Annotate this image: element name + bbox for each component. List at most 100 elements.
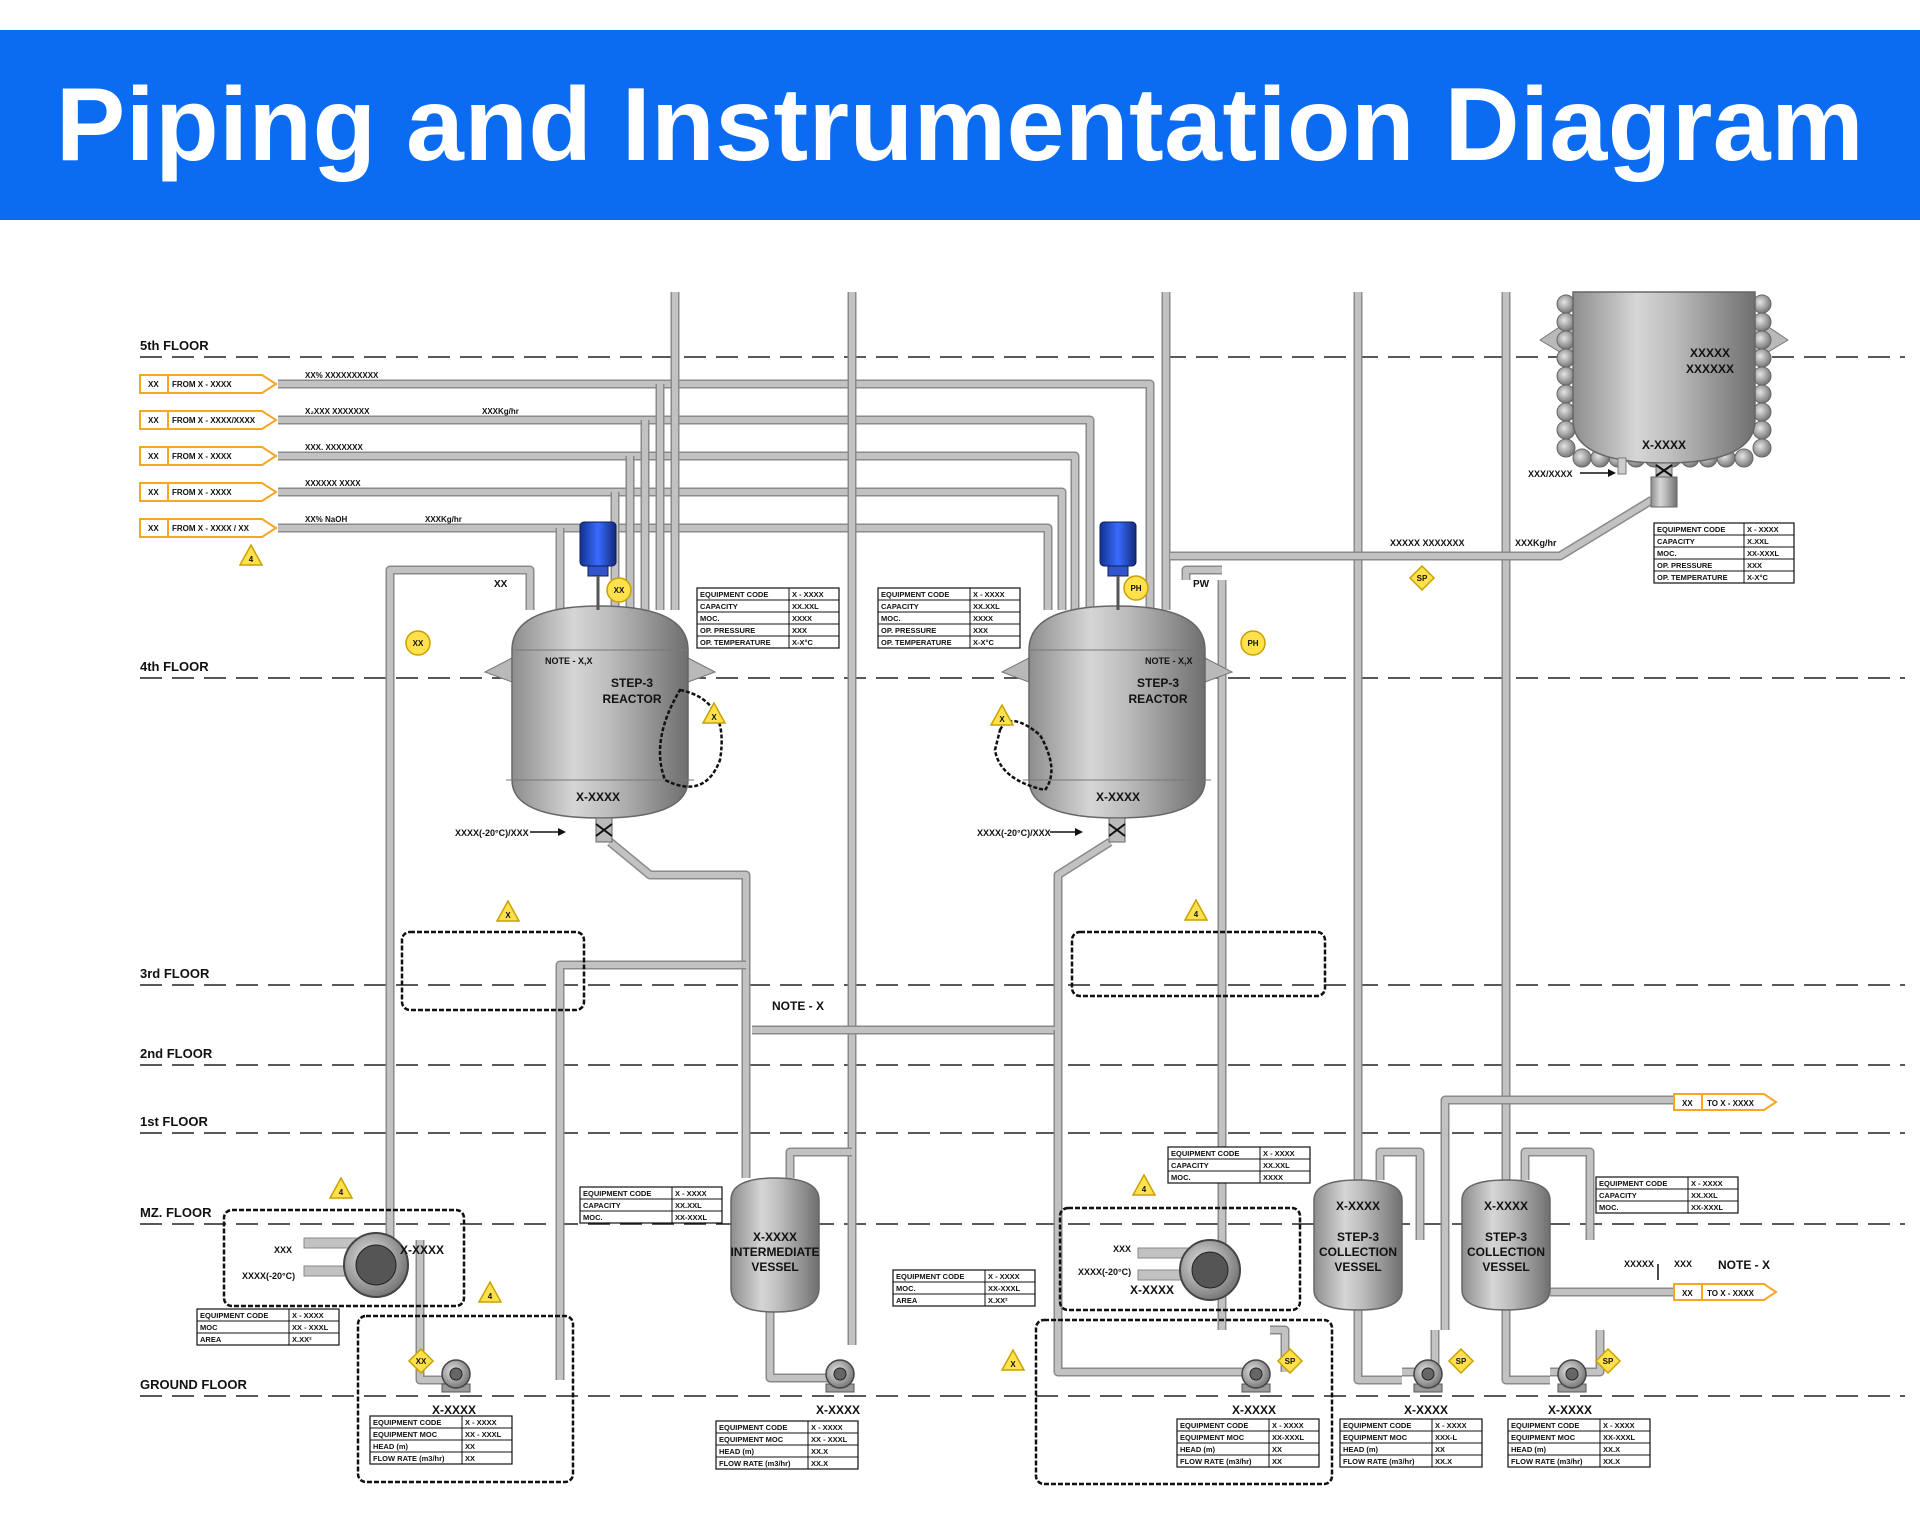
reactor-2: NOTE - X,X STEP-3 REACTOR X-XXXX XXXX(-2… <box>977 521 1234 843</box>
table-hx-2-value: X.XX² <box>988 1296 1008 1305</box>
table-pump-4-value: X - XXXX <box>1435 1421 1467 1430</box>
pump-impeller <box>449 1367 463 1381</box>
collection-1-name-3: VESSEL <box>1334 1260 1381 1274</box>
pipe <box>278 453 1078 610</box>
feed-line-flow: XXXKg/hr <box>425 515 462 524</box>
reactor-2-name-1: STEP-3 <box>1137 676 1179 690</box>
table-pump-2-key: EQUIPMENT MOC <box>719 1435 784 1444</box>
instrument-sp-2-label: SP <box>1285 1357 1296 1366</box>
collection-2-name-2: COLLECTION <box>1467 1245 1545 1259</box>
collection-vessel-2: X-XXXX STEP-3 COLLECTION VESSEL <box>1461 1179 1551 1311</box>
heat-exchanger-1: X-XXXX XXX XXXX(-20°C) <box>242 1232 444 1298</box>
instrument-sp-2: SP <box>1276 1347 1304 1375</box>
feed-flag-tag: XX <box>148 524 159 533</box>
instrument-sp-1: SP <box>1408 564 1436 592</box>
revision-clouds <box>222 930 1334 1486</box>
table-reactor-1-key: EQUIPMENT CODE <box>700 590 768 599</box>
table-pump-4-value: XX <box>1435 1445 1445 1454</box>
instrument-xx-1-label: XX <box>413 639 424 648</box>
table-reactor-2-value: XXXX <box>973 614 993 623</box>
table-reactor-2-value: XXX <box>973 626 988 635</box>
table-pump-3-key: EQUIPMENT MOC <box>1180 1433 1245 1442</box>
table-reactor-1-value: X-X°C <box>792 638 814 647</box>
table-intermediate-key: CAPACITY <box>583 1201 621 1210</box>
instrument-xx-2: XX <box>606 577 632 603</box>
top-vessel-name-1: XXXXX <box>1690 346 1730 360</box>
table-top-vessel-key: CAPACITY <box>1657 537 1695 546</box>
revision-x-4-label: X <box>1010 1360 1016 1369</box>
table-reactor-1-value: XX.XXL <box>792 602 819 611</box>
table-pump-1-value: XX - XXXL <box>465 1430 502 1439</box>
pipe-edge <box>555 960 746 1380</box>
table-pump-5-key: HEAD (m) <box>1511 1445 1547 1454</box>
floor-lines <box>140 356 1905 1397</box>
revision-4-3-label: 4 <box>339 1188 344 1197</box>
feed-flag-source: FROM X - XXXX / XX <box>172 524 250 533</box>
table-pump-3-value: XX <box>1272 1457 1282 1466</box>
top-vessel: XXXXX XXXXXX X-XXXX XXX/XXXX <box>1528 291 1789 508</box>
instrument-sp-2-shape <box>1276 1347 1304 1375</box>
pipe <box>787 1149 852 1178</box>
collection-vessel-1: X-XXXX STEP-3 COLLECTION VESSEL <box>1313 1179 1403 1311</box>
table-top-vessel-key: EQUIPMENT CODE <box>1657 525 1725 534</box>
table-reactor-2-key: OP. PRESSURE <box>881 626 936 635</box>
feed-flag-tag: XX <box>148 416 159 425</box>
table-pump-2-value: XX.X <box>811 1459 828 1468</box>
instrument-xx-2-label: XX <box>614 586 625 595</box>
table-reactor-2-value: X-X°C <box>973 638 995 647</box>
feed-flag-shape <box>139 446 278 466</box>
instrument-xx-3: XX <box>407 1347 435 1375</box>
table-pump-1-value: XX <box>465 1442 475 1451</box>
floor-label-2nd: 2nd FLOOR <box>140 1046 213 1061</box>
table-pump-1-key: FLOW RATE (m3/hr) <box>373 1454 445 1463</box>
table-hx-2-value: XX-XXXL <box>988 1284 1021 1293</box>
revision-4-1-label: 4 <box>249 555 254 564</box>
table-pump-1-key: EQUIPMENT CODE <box>373 1418 441 1427</box>
revision-4-4-label: 4 <box>1142 1185 1147 1194</box>
table-hx-1-value: X.XX² <box>292 1335 312 1344</box>
pump-impeller <box>1565 1367 1579 1381</box>
reactor-2-code: X-XXXX <box>1096 790 1140 804</box>
table-hx-1-frame <box>196 1308 340 1346</box>
revision-x-4: X <box>1000 1348 1026 1371</box>
page-title: Piping and Instrumentation Diagram <box>55 66 1865 183</box>
table-receiver-value: X - XXXX <box>1263 1149 1295 1158</box>
table-top-vessel-value: XX-XXXL <box>1747 549 1780 558</box>
table-pump-3-value: XX-XXXL <box>1272 1433 1305 1442</box>
table-reactor-2-key: EQUIPMENT CODE <box>881 590 949 599</box>
table-hx-2-key: EQUIPMENT CODE <box>896 1272 964 1281</box>
table-pump-2-key: EQUIPMENT CODE <box>719 1423 787 1432</box>
coil-turn <box>1556 438 1576 458</box>
table-top-vessel-value: X - XXXX <box>1747 525 1779 534</box>
table-pump-3-key: FLOW RATE (m3/hr) <box>1180 1457 1252 1466</box>
feed-flag-shape <box>139 410 278 430</box>
pipe <box>1503 1310 1550 1383</box>
instrument-sp-4: SP <box>1594 1347 1622 1375</box>
table-reactor-1-key: CAPACITY <box>700 602 738 611</box>
instrument-xx-2-shape <box>606 577 632 603</box>
table-hx-1-key: AREA <box>200 1335 222 1344</box>
out-2-flow-label: XXXXX <box>1624 1259 1654 1269</box>
table-pump-4-key: HEAD (m) <box>1343 1445 1379 1454</box>
coil-turn <box>1752 420 1772 440</box>
pipe <box>278 525 1051 610</box>
pipe-edge <box>607 838 751 1178</box>
table-hx-1-value: X - XXXX <box>292 1311 324 1320</box>
intermediate-name-2: VESSEL <box>751 1260 798 1274</box>
table-hx-2-key: AREA <box>896 1296 918 1305</box>
instrument-ph-1: PH <box>1123 575 1149 601</box>
coil-turn <box>1556 420 1576 440</box>
table-collection-frame <box>1595 1176 1739 1214</box>
pipe-edge <box>765 1312 828 1383</box>
instrument-ph-2-label: PH <box>1247 639 1258 648</box>
table-intermediate-frame <box>579 1186 723 1224</box>
table-pump-5-key: EQUIPMENT CODE <box>1511 1421 1579 1430</box>
table-intermediate-value: XX.XXL <box>675 1201 702 1210</box>
feed-flag-source: FROM X - XXXX <box>172 380 232 389</box>
table-reactor-1-value: XXX <box>792 626 807 635</box>
